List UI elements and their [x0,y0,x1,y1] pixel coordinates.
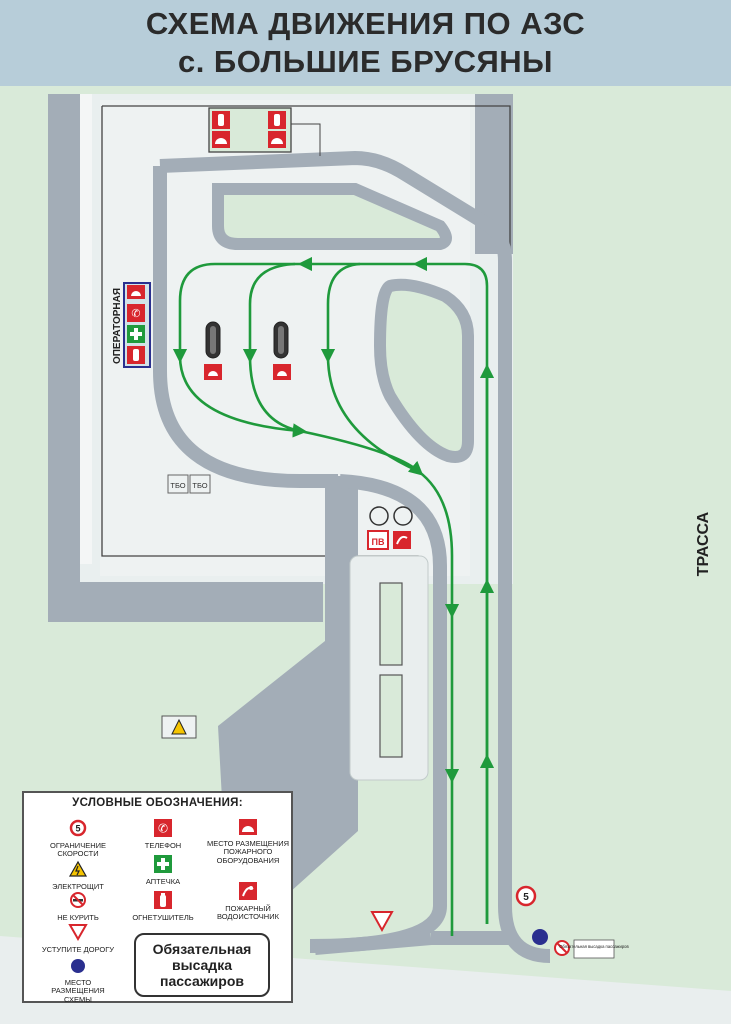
road-verge [512,86,731,1024]
electrical-icon [171,718,187,735]
traffic-flow [172,256,495,936]
legend-item-electrical: ЭЛЕКТРОЩИТ [44,860,112,891]
dropoff-sign-text: Обязательная высадка пассажиров [559,944,629,949]
legend-item-fire-equipment: МЕСТО РАЗМЕЩЕНИЯ ПОЖАРНОГО ОБОРУДОВАНИЯ [206,819,290,865]
fire-equipment-icon [127,285,145,299]
legend-label: АПТЕЧКА [145,876,181,886]
waste-bin-1 [167,474,189,494]
fire-equipment-icon [239,819,257,835]
legend-label: МЕСТО РАЗМЕЩЕНИЯ СХЕМЫ [51,977,105,1004]
first-aid-icon [127,325,145,343]
notice-line-2: высадка [172,957,232,973]
hydrant-icon [393,531,411,549]
fire-equipment-icon [204,364,222,380]
notice-line-1: Обязательная [152,941,252,957]
parking-space-1 [379,582,403,666]
page-header: СХЕМА ДВИЖЕНИЯ ПО АЗС с. БОЛЬШИЕ БРУСЯНЫ [0,0,731,86]
fire-water-tank-sign [367,530,389,550]
give-way-sign [370,911,394,933]
parking-area [349,555,429,781]
parking-space-2 [379,674,403,758]
legend-item-speed: 5 ОГРАНИЧЕНИЕ СКОРОСТИ [44,819,112,859]
hydrant-icon [239,882,257,900]
legend-item-first-aid: АПТЕЧКА [128,855,198,886]
title-line-1: СХЕМА ДВИЖЕНИЯ ПО АЗС [145,6,586,41]
legend-item-no-smoking: НЕ КУРИТЬ [44,891,112,922]
island-upper [212,183,452,250]
first-aid-icon [154,855,172,873]
legend-item-give-way: УСТУПИТЕ ДОРОГУ [38,923,118,954]
legend-title: УСЛОВНЫЕ ОБОЗНАЧЕНИЯ: [72,797,243,809]
fire-equipment-icon [273,364,291,380]
electrical-icon [68,860,88,877]
no-smoking-icon [70,892,86,908]
station-map: ✆ ОПЕРАТОРНАЯ ТБО ТБО ПВ 5 Обязательная … [0,86,731,1024]
speed-limit-icon: 5 [69,819,87,837]
legend-item-hydrant: ПОЖАРНЫЙ ВОДОИСТОЧНИК [206,882,290,922]
legend-label: ЭЛЕКТРОЩИТ [52,881,104,891]
extinguisher-icon [154,891,172,909]
fuel-tank-2 [393,506,413,526]
legend-label: УСТУПИТЕ ДОРОГУ [41,944,115,954]
title-line-2: с. БОЛЬШИЕ БРУСЯНЫ [177,44,554,79]
give-way-icon [68,924,88,942]
extinguisher-icon [127,346,145,364]
legend-label: ОГНЕТУШИТЕЛЬ [132,912,194,922]
extinguisher-icon [268,111,286,129]
speed-limit-sign [515,885,537,907]
no-smoking-icon [554,940,570,956]
speed-limit-value: 5 [523,892,529,903]
dropoff-sign [573,939,615,959]
driveway-outer [159,150,551,963]
legend-label: ОГРАНИЧЕНИЕ СКОРОСТИ [49,840,106,858]
legend-panel: УСЛОВНЫЕ ОБОЗНАЧЕНИЯ: 5 ОГРАНИЧЕНИЕ СКОР… [22,791,293,1003]
legend-label: НЕ КУРИТЬ [57,912,99,922]
legend-item-extinguisher: ОГНЕТУШИТЕЛЬ [124,891,202,922]
legend-item-scheme: МЕСТО РАЗМЕЩЕНИЯ СХЕМЫ [44,958,112,1004]
svg-text:✆: ✆ [158,822,168,836]
dropoff-notice: Обязательная высадка пассажиров [134,933,270,997]
fire-equipment-icon [212,131,230,148]
scheme-marker-icon [71,959,85,973]
fuel-tank-1 [369,506,389,526]
legend-label: МЕСТО РАЗМЕЩЕНИЯ ПОЖАРНОГО ОБОРУДОВАНИЯ [206,838,290,865]
pv-label: ПВ [372,537,385,547]
tbo-label: ТБО [192,481,207,490]
svg-text:5: 5 [75,824,80,834]
notice-line-3: пассажиров [159,973,244,989]
legend-label: ТЕЛЕФОН [144,840,182,850]
highway-label: ТРАССА [695,511,712,576]
operator-label: ОПЕРАТОРНАЯ [112,288,123,364]
fire-equipment-icon [268,131,286,148]
phone-icon: ✆ [154,819,172,837]
legend-label: ПОЖАРНЫЙ ВОДОИСТОЧНИК [217,903,279,921]
waste-bin-2 [189,474,211,494]
legend-item-phone: ✆ ТЕЛЕФОН [128,819,198,850]
svg-text:✆: ✆ [131,307,140,320]
west-wall-road [48,94,80,618]
scheme-location-marker [532,929,548,945]
island-right [373,278,474,463]
phone-icon: ✆ [127,304,145,322]
extinguisher-icon [212,111,230,129]
tbo-label: ТБО [170,481,185,490]
